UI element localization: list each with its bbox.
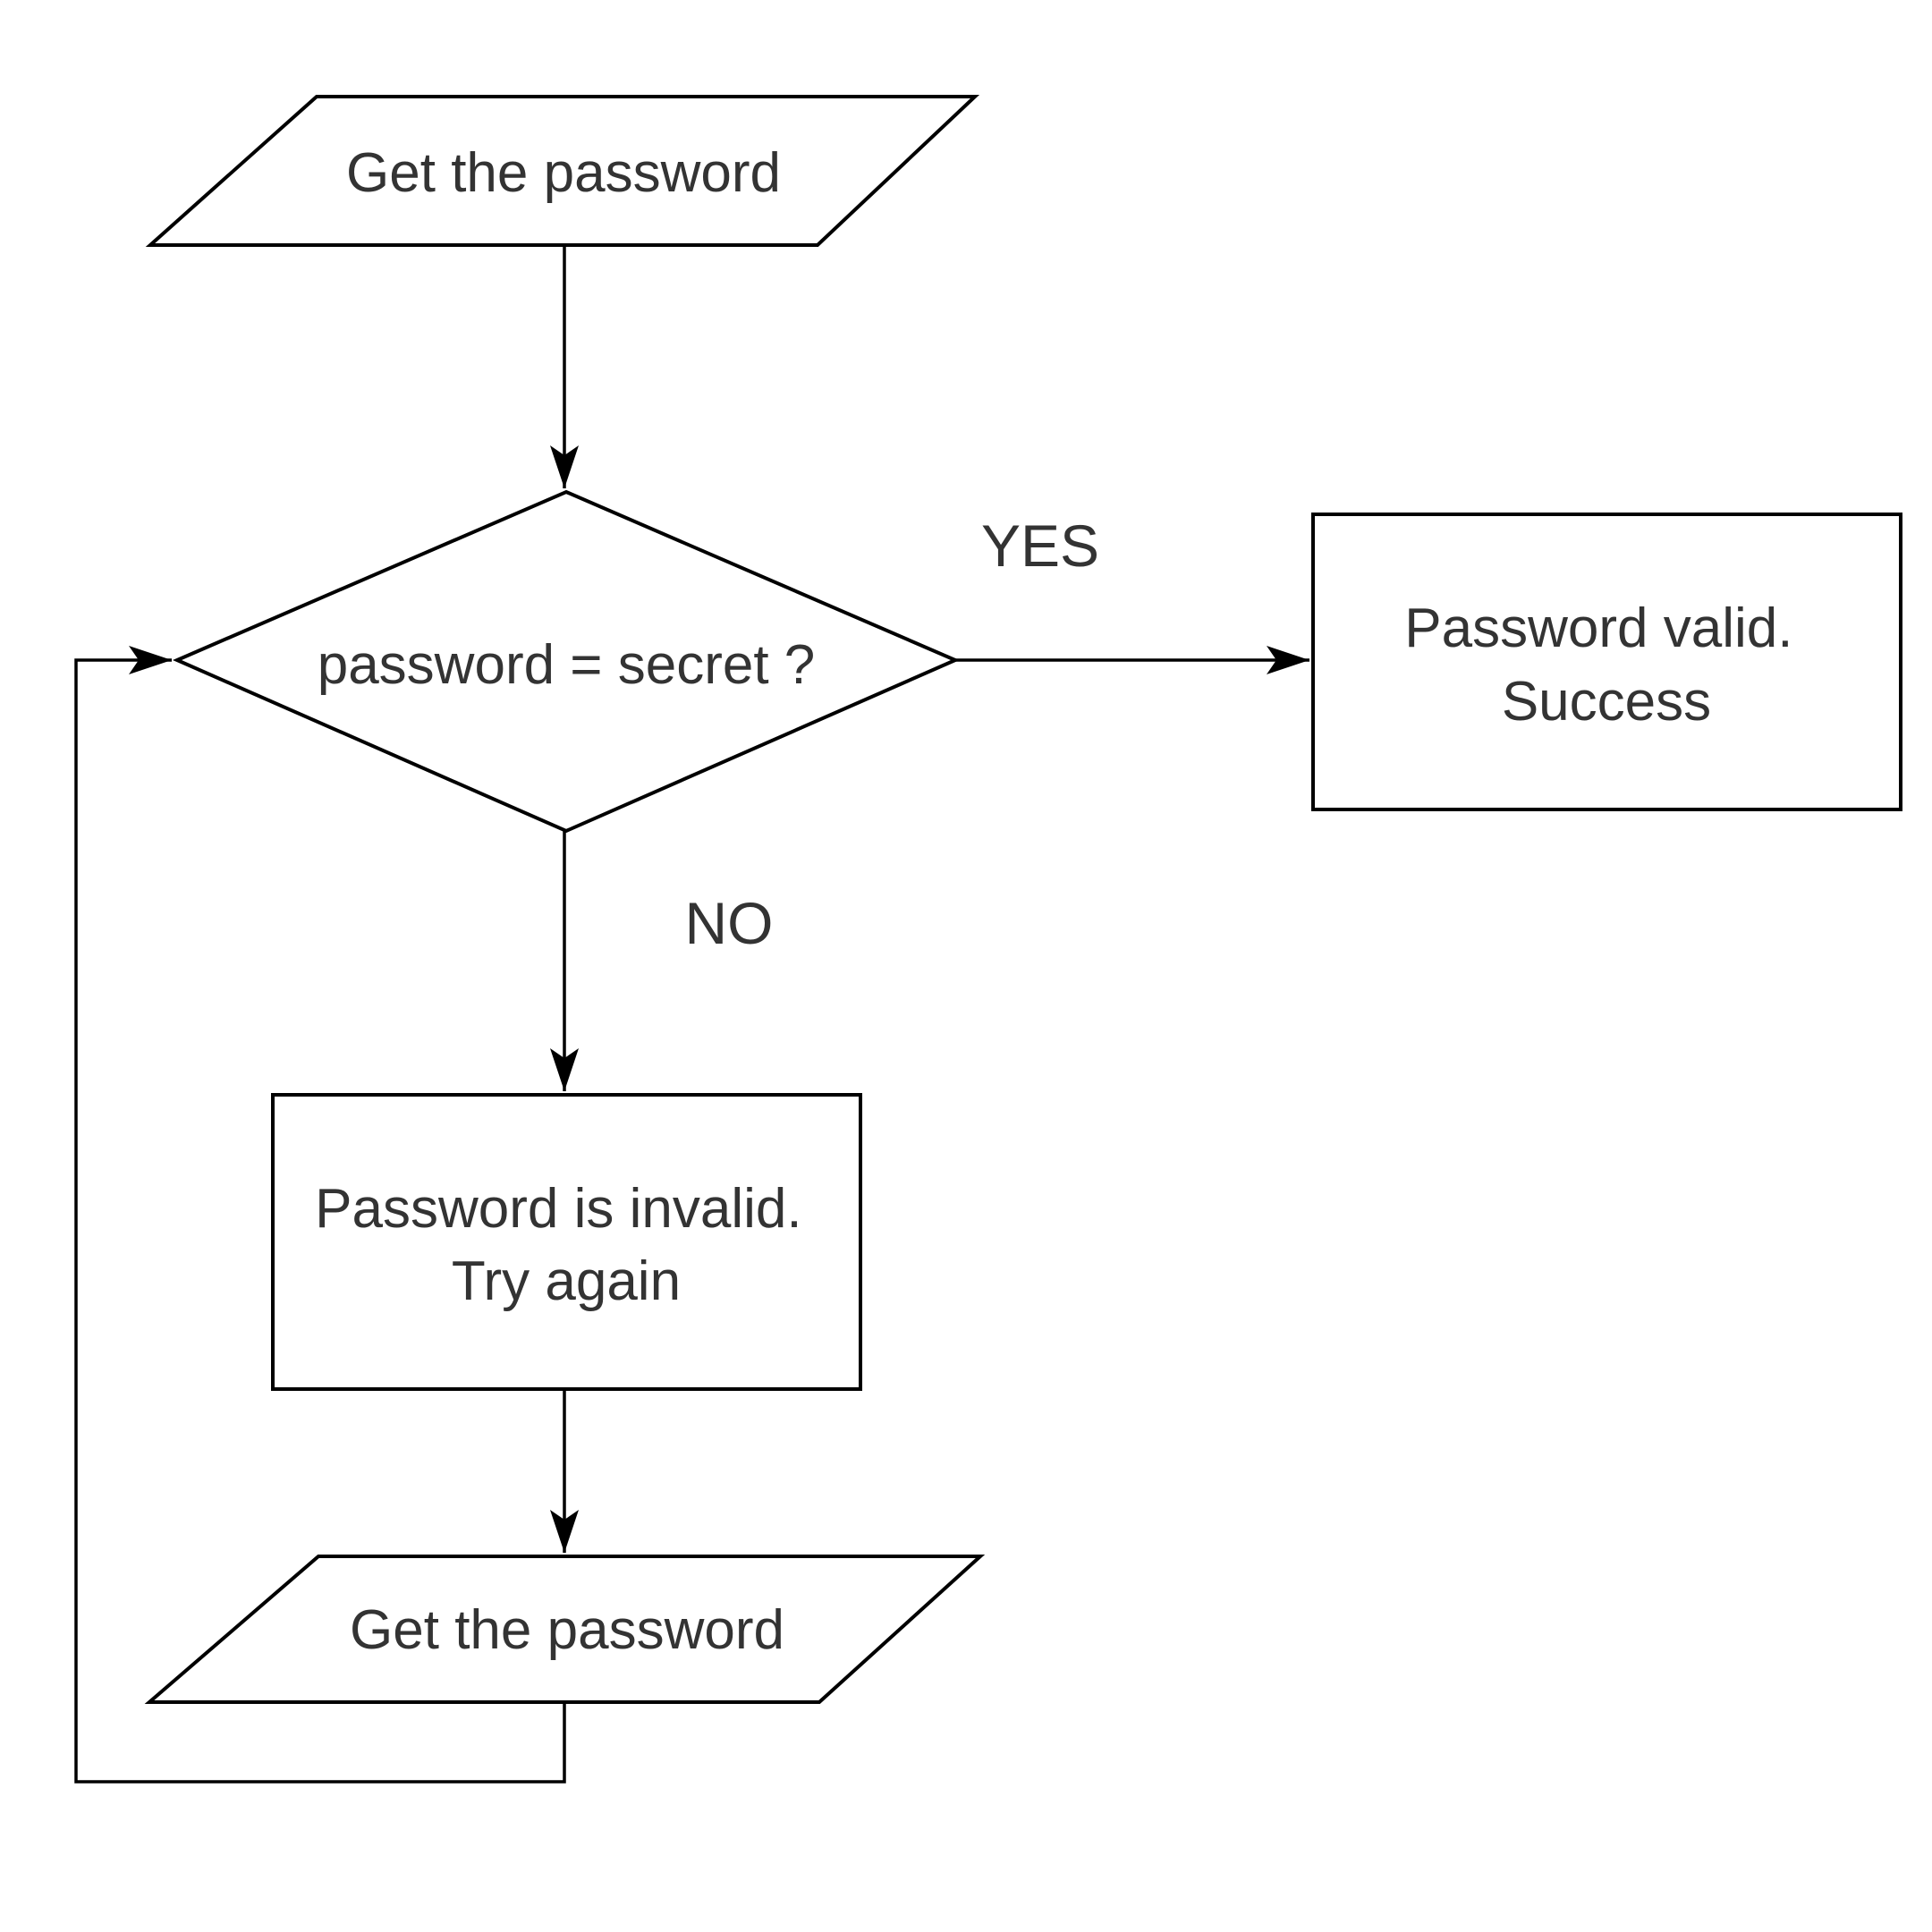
edge-label-no: NO	[685, 890, 774, 956]
node-decision: password = secret ?	[172, 489, 961, 834]
node-label-line-1: Password valid.	[1404, 597, 1792, 659]
node-label: password = secret ?	[318, 634, 816, 696]
rectangle-shape	[1311, 513, 1902, 811]
edge-loop-back-to-decision	[74, 646, 566, 1784]
edge-label-yes: YES	[981, 513, 1099, 579]
parallelogram-shape	[144, 1555, 986, 1704]
node-label: Get the password	[346, 142, 781, 204]
parallelogram-shape	[145, 95, 980, 247]
node-label-line-2: Try again	[452, 1250, 681, 1312]
rectangle-shape	[271, 1093, 862, 1391]
node-label-line-2: Success	[1502, 671, 1711, 733]
node-label: Password is invalid. Try again	[315, 1178, 818, 1312]
node-input-top: Get the password	[145, 95, 980, 247]
node-label: Get the password	[350, 1599, 784, 1661]
node-success: Password valid. Success	[1311, 513, 1902, 811]
node-invalid: Password is invalid. Try again	[271, 1093, 862, 1391]
node-label-line-1: Password is invalid.	[315, 1178, 801, 1240]
node-input-bottom: Get the password	[144, 1555, 986, 1704]
diamond-shape	[172, 489, 961, 834]
edges: YES NO	[74, 245, 1309, 1784]
node-label: Password valid. Success	[1404, 597, 1808, 733]
